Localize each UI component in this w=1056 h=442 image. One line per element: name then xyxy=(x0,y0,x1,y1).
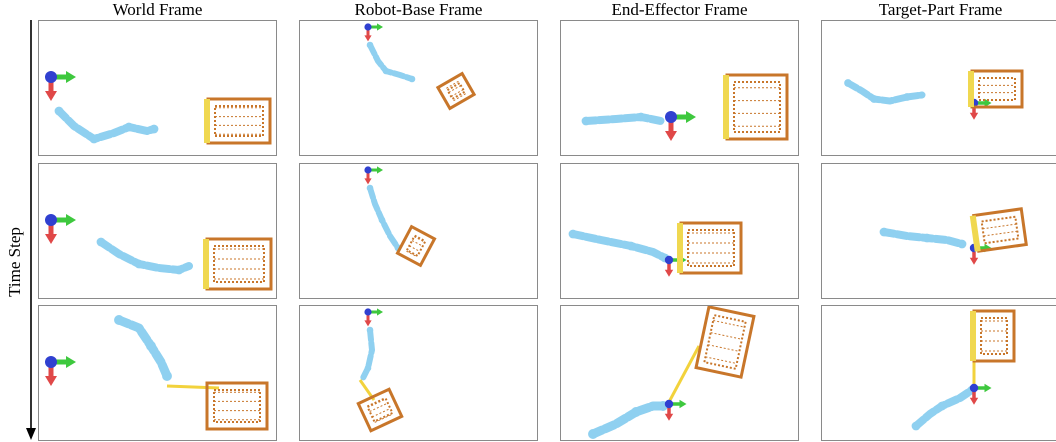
panel-scene xyxy=(45,71,272,145)
target-part-box xyxy=(969,207,1028,253)
panel-scene xyxy=(568,221,743,277)
coordinate-frame-icon xyxy=(665,111,696,141)
coordinate-frame-icon xyxy=(969,383,992,405)
target-part-box xyxy=(204,97,272,145)
panel-scene xyxy=(356,308,404,433)
point-cloud xyxy=(96,237,193,275)
target-part-box xyxy=(968,69,1024,109)
frame-panel-r3-c4 xyxy=(821,305,1056,441)
coordinate-frame-icon xyxy=(364,308,383,327)
frame-panel-r1-c2 xyxy=(299,20,538,156)
panel-scene xyxy=(45,214,273,291)
target-part-box xyxy=(970,309,1016,363)
coordinate-frame-icon xyxy=(45,71,76,101)
point-cloud xyxy=(588,401,668,439)
panel-scene xyxy=(844,69,1024,120)
time-step-axis-label: Time Step xyxy=(4,212,26,312)
coordinate-frame-icon xyxy=(364,166,383,185)
target-part-box xyxy=(395,224,437,268)
gripper-line xyxy=(166,384,220,390)
gripper-line xyxy=(667,345,701,403)
target-part-box xyxy=(435,71,477,111)
target-part-box xyxy=(677,221,743,275)
column-header-target-part-frame: Target-Part Frame xyxy=(878,0,1003,19)
point-cloud xyxy=(114,315,172,381)
coordinate-frame-icon xyxy=(45,214,76,244)
frame-panel-r1-c3 xyxy=(560,20,799,156)
point-cloud xyxy=(366,41,416,83)
column-header-robot-base-frame: Robot-Base Frame xyxy=(354,0,483,19)
target-part-box xyxy=(205,381,269,431)
panel-scene xyxy=(911,309,1016,431)
time-step-label-text: Time Step xyxy=(5,227,24,297)
target-part-box xyxy=(723,73,789,141)
target-part-box xyxy=(203,237,273,291)
point-cloud xyxy=(359,326,375,383)
point-cloud xyxy=(581,112,665,126)
point-cloud xyxy=(911,385,977,431)
frame-panel-r2-c4 xyxy=(821,163,1056,299)
frame-panel-r2-c2 xyxy=(299,163,538,299)
frame-panel-r1-c1 xyxy=(38,20,277,156)
panel-scene xyxy=(45,315,269,431)
point-cloud xyxy=(568,229,670,263)
point-cloud xyxy=(844,79,926,105)
frame-panel-r2-c3 xyxy=(560,163,799,299)
panel-scene xyxy=(879,207,1028,265)
panel-scene xyxy=(581,73,789,141)
point-cloud xyxy=(879,227,967,249)
coordinate-frame-icon xyxy=(969,243,992,265)
frame-panel-r2-c1 xyxy=(38,163,277,299)
target-part-box xyxy=(694,306,756,379)
coordinate-frame-icon xyxy=(364,23,383,42)
frame-panel-r3-c3 xyxy=(560,305,799,441)
time-step-arrow xyxy=(26,20,36,440)
panel-scene xyxy=(364,166,437,268)
column-header-world-frame: World Frame xyxy=(112,0,203,19)
coordinate-frame-icon xyxy=(664,399,687,421)
column-header-end-effector-frame: End-Effector Frame xyxy=(611,0,748,19)
point-cloud xyxy=(54,106,159,144)
frame-panel-r3-c1 xyxy=(38,305,277,441)
frame-panel-r3-c2 xyxy=(299,305,538,441)
target-part-box xyxy=(356,387,404,433)
panel-scene xyxy=(364,23,477,111)
point-cloud xyxy=(366,184,402,252)
panel-scene xyxy=(588,306,756,439)
coordinate-frame-icon xyxy=(45,356,76,386)
frame-panel-r1-c4 xyxy=(821,20,1056,156)
